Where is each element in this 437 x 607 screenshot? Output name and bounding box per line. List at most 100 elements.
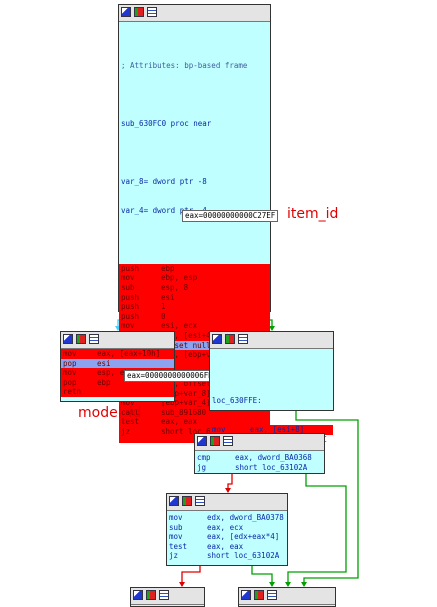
- operands[interactable]: short loc_63102A: [207, 551, 280, 561]
- edge-right-to-loc: [295, 411, 359, 586]
- instruction-row[interactable]: jg short loc_63102A: [195, 463, 324, 473]
- eax-tooltip-left: eax=0000000000006FDC: [124, 370, 221, 382]
- text-view-icon[interactable]: [223, 436, 233, 446]
- instruction-row[interactable]: mov ebp, esp: [119, 273, 270, 283]
- loc-630ffe-label[interactable]: loc_630FFE:: [212, 396, 262, 406]
- instruction-row[interactable]: mov eax, [edx+eax*4]: [167, 532, 287, 542]
- operands[interactable]: esi: [97, 358, 111, 368]
- block-header: [195, 434, 324, 451]
- instruction-row[interactable]: test eax, eax: [167, 542, 287, 552]
- graph-icon[interactable]: [241, 590, 251, 600]
- block-header: [119, 5, 270, 22]
- mnemonic: push: [121, 263, 140, 273]
- text-view-icon[interactable]: [159, 590, 169, 600]
- instruction-row[interactable]: retn: [61, 387, 174, 397]
- color-icon[interactable]: [182, 496, 192, 506]
- graph-icon[interactable]: [63, 334, 73, 344]
- item-id-annotation: item_id: [287, 206, 339, 222]
- color-icon[interactable]: [134, 7, 144, 17]
- instruction-row[interactable]: mov edx, dword_BA0378: [167, 513, 287, 523]
- operands[interactable]: 0: [161, 311, 166, 321]
- block-header: [131, 588, 204, 605]
- block-loc-63102a[interactable]: [238, 587, 336, 607]
- operands[interactable]: esi: [161, 292, 175, 302]
- mnemonic: mov: [169, 532, 183, 542]
- operands[interactable]: ebp, esp: [161, 273, 198, 283]
- instruction-row[interactable]: pop esi: [61, 358, 174, 369]
- mnemonic: mov: [121, 398, 135, 408]
- mnemonic: mov: [121, 273, 135, 283]
- operands[interactable]: ebp: [161, 263, 175, 273]
- instruction-row[interactable]: push 1: [119, 302, 270, 312]
- operands[interactable]: esi, ecx: [161, 321, 198, 331]
- mnemonic: mov: [169, 513, 183, 522]
- graph-icon[interactable]: [212, 334, 222, 344]
- instruction-row[interactable]: push ebp: [119, 264, 270, 274]
- operands[interactable]: ebp: [97, 377, 111, 387]
- text-view-icon[interactable]: [147, 7, 157, 17]
- proc-label[interactable]: sub_630FC0 proc near: [121, 119, 212, 129]
- instruction-row[interactable]: jz short loc_63102A: [167, 551, 287, 561]
- var-8-decl: var_8= dword ptr -8: [121, 177, 207, 187]
- operands[interactable]: edx, dword_BA0378: [207, 513, 284, 522]
- block-header: [61, 332, 174, 349]
- text-view-icon[interactable]: [89, 334, 99, 344]
- text-view-icon[interactable]: [195, 496, 205, 506]
- operands[interactable]: short loc_63102A: [235, 462, 308, 472]
- block-next-left[interactable]: [130, 587, 205, 607]
- operands[interactable]: eax, [eax+10h]: [97, 349, 161, 358]
- color-icon[interactable]: [225, 334, 235, 344]
- mnemonic: mov: [212, 425, 226, 435]
- block-header: [167, 494, 287, 511]
- mnemonic: sub: [169, 522, 183, 532]
- mnemonic: cmp: [197, 453, 211, 462]
- color-icon[interactable]: [254, 590, 264, 600]
- mnemonic: mov: [63, 349, 77, 358]
- operands[interactable]: eax, [edx+eax*4]: [207, 532, 280, 542]
- graph-icon[interactable]: [121, 7, 131, 17]
- graph-icon[interactable]: [169, 496, 179, 506]
- color-icon[interactable]: [146, 590, 156, 600]
- mnemonic: call: [121, 407, 140, 417]
- block-sub-630fc0[interactable]: ; Attributes: bp-based frame sub_630FC0 …: [118, 4, 271, 443]
- operands[interactable]: eax, eax: [161, 417, 198, 427]
- operands[interactable]: esp, 8: [161, 283, 189, 293]
- graph-icon[interactable]: [197, 436, 207, 446]
- instruction-row[interactable]: pop ebp: [61, 378, 174, 388]
- mnemonic: jg: [197, 462, 207, 472]
- text-view-icon[interactable]: [238, 334, 248, 344]
- mnemonic: test: [121, 417, 140, 427]
- instruction-row[interactable]: mov eax, [eax+10h]: [61, 349, 174, 359]
- graph-icon[interactable]: [133, 590, 143, 600]
- operands[interactable]: eax, ecx: [207, 522, 244, 532]
- text-view-icon[interactable]: [267, 590, 277, 600]
- instruction-row[interactable]: call sub_891680: [119, 408, 270, 418]
- operands[interactable]: eax, eax: [207, 541, 244, 551]
- mnemonic: pop: [63, 358, 77, 368]
- mnemonic: jz: [169, 551, 179, 561]
- instruction-row[interactable]: mov eax, [esi+8]: [210, 425, 333, 435]
- block-header: [239, 588, 335, 605]
- instruction-row[interactable]: sub eax, ecx: [167, 523, 287, 533]
- mnemonic: pop: [63, 377, 77, 387]
- edge-lookup-to-next: [181, 566, 201, 586]
- color-icon[interactable]: [210, 436, 220, 446]
- color-icon[interactable]: [76, 334, 86, 344]
- instruction-row[interactable]: test eax, eax: [119, 417, 270, 427]
- operands[interactable]: sub_891680: [161, 407, 207, 417]
- operands[interactable]: 1: [161, 302, 166, 312]
- operands[interactable]: eax, dword_BA0368: [235, 453, 312, 462]
- operands[interactable]: eax, [esi+8]: [250, 425, 305, 435]
- instruction-row[interactable]: cmp eax, dword_BA0368: [195, 453, 324, 463]
- mnemonic: push: [121, 302, 140, 312]
- mnemonic: test: [169, 541, 188, 551]
